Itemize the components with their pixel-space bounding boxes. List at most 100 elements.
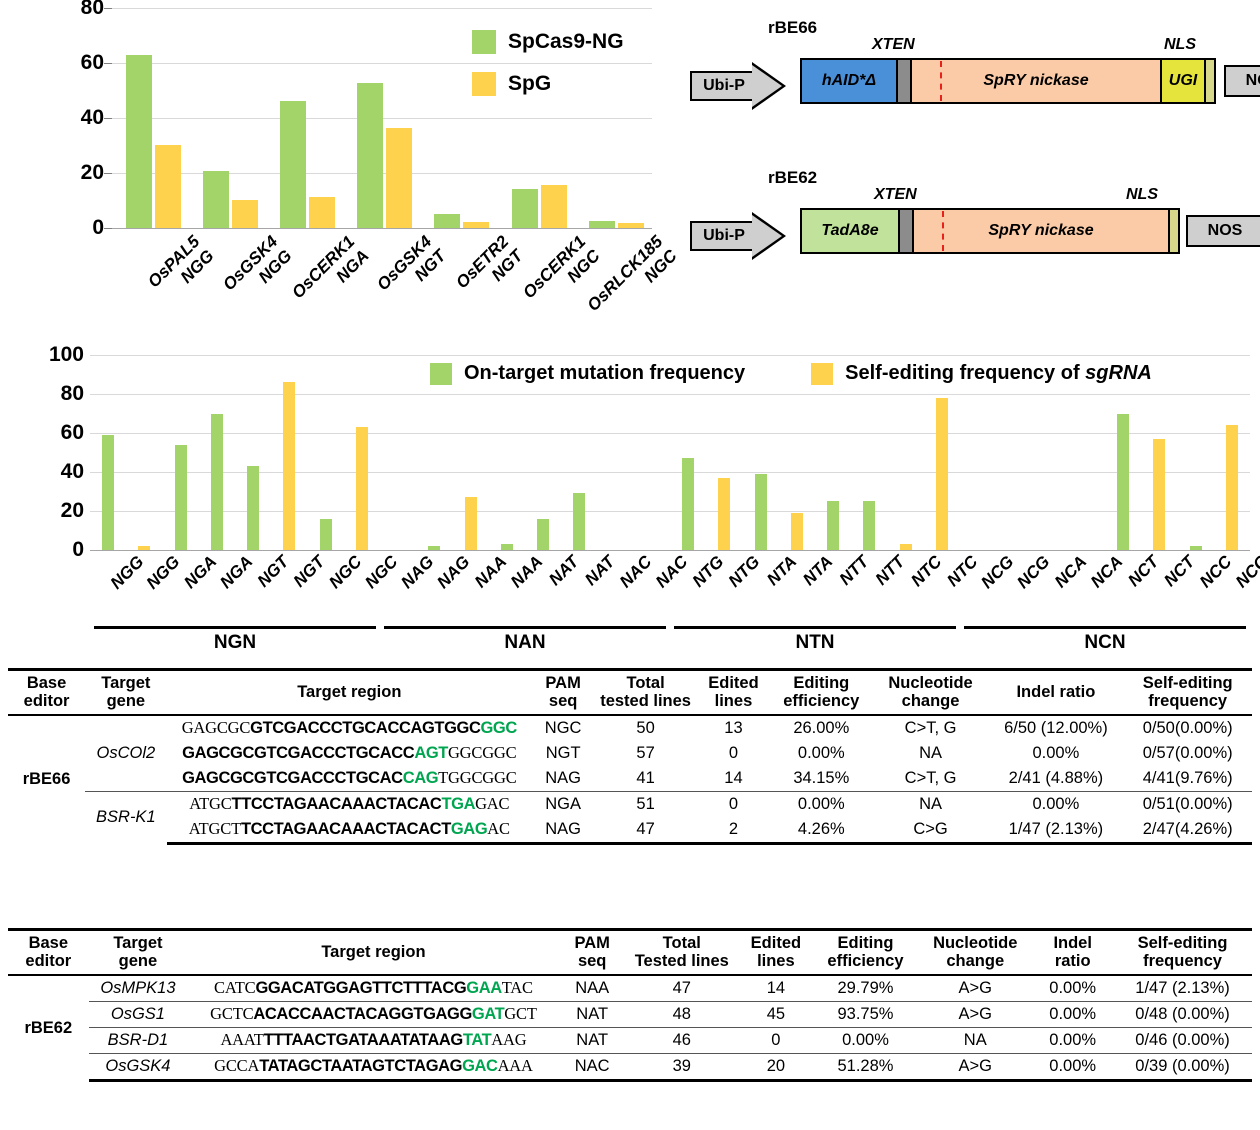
y-tick-label: 20 [80, 161, 104, 184]
legend-swatch-icon [472, 72, 496, 96]
bar [537, 518, 550, 550]
bar [247, 466, 260, 550]
terminator-label: NOS [1224, 65, 1260, 97]
legend-label: Self-editing frequency of sgRNA [845, 362, 1152, 384]
nt-change-cell: NA [872, 790, 989, 817]
nt-change-cell: A>G [918, 1052, 1033, 1082]
pam-group-label: NAN [504, 632, 546, 653]
y-tick-label: 0 [92, 216, 104, 239]
total-cell: 47 [594, 816, 698, 845]
efficiency-cell: 0.00% [797, 743, 845, 762]
promoter-label: Ubi-P [703, 77, 745, 94]
promoter-arrow: Ubi-P [690, 62, 786, 110]
bar [203, 171, 230, 228]
total-cell: 46 [624, 1026, 739, 1054]
edited-cell: 45 [738, 1000, 813, 1028]
y-tick-mark [104, 8, 112, 9]
gridline [90, 472, 1250, 473]
nt-change-cell: NA [919, 743, 943, 762]
legend-label: On-target mutation frequency [464, 362, 746, 384]
efficiency-cell: 29.79% [837, 978, 894, 997]
gridline [112, 8, 652, 9]
nt-change-cell: A>G [918, 1000, 1033, 1028]
legend-item: SpCas9-NG [472, 30, 624, 54]
gridline [90, 355, 1250, 356]
self-edit-cell: 1/47 (2.13%) [1135, 978, 1230, 997]
edited-cell: 14 [766, 978, 786, 997]
pam-cell: NAT [559, 1000, 625, 1028]
segment-spry-nickase: SpRY nickase [914, 210, 1170, 252]
target-gene-cell: OsCOl2 [96, 743, 156, 762]
legend-label: SpG [508, 72, 552, 95]
efficiency-cell: 26.00% [793, 718, 850, 737]
segment-haid-: hAID*Δ [802, 60, 898, 102]
self-edit-cell: 4/41(9.76%) [1142, 768, 1233, 787]
nt-change-cell: C>G [872, 816, 989, 845]
legend-label: SpCas9-NG [508, 30, 624, 53]
legend-item: Self-editing frequency of sgRNA [811, 362, 1152, 385]
indel-cell: 0.00% [1049, 978, 1097, 997]
y-tick-label: 0 [72, 538, 84, 561]
y-tick-label: 60 [80, 51, 104, 74]
target-region-cell: ATGCTTCCTAGAACAAACTACACTGAGAC [166, 790, 533, 817]
y-tick-label: 60 [60, 421, 84, 444]
self-edit-cell: 0/39 (0.00%) [1113, 1052, 1252, 1082]
bar [434, 213, 461, 228]
segment-linker [898, 60, 912, 102]
target-gene-cell: OsMPK13 [100, 978, 176, 997]
bar [1117, 413, 1130, 550]
efficiency-cell: 4.26% [769, 816, 873, 845]
bar [125, 55, 152, 228]
bar [210, 413, 223, 550]
edited-cell: 20 [738, 1052, 813, 1082]
indel-cell: 6/50 (12.00%) [1004, 718, 1108, 737]
orf-cassette: TadA8e SpRY nickase [800, 208, 1180, 254]
y-tick-mark [104, 63, 112, 64]
bar [232, 199, 259, 228]
edited-cell: 0 [738, 1026, 813, 1054]
bar [511, 188, 538, 228]
construct-name: rBE66 [768, 18, 818, 37]
mutation-efficiency-chart: Mutation efficiency (%) OsPAL5NGGOsGSK4N… [0, 0, 681, 330]
segment-spry-nickase: SpRY nickase [912, 60, 1162, 102]
y-tick-label: 100 [48, 343, 84, 366]
bar [754, 473, 767, 550]
nt-change-cell: C>T, G [904, 718, 957, 737]
promoter-label: Ubi-P [703, 227, 745, 244]
bar [827, 501, 840, 550]
y-tick-mark [104, 228, 112, 229]
gridline [90, 550, 1250, 551]
legend-item: On-target mutation frequency [430, 362, 746, 385]
nick-site-marker [940, 61, 942, 101]
bar [319, 518, 332, 550]
gridline [112, 228, 652, 229]
gridline [90, 433, 1250, 434]
total-cell: 41 [636, 768, 655, 787]
segment-tada8e: TadA8e [802, 210, 900, 252]
efficiency-cell: 34.15% [793, 768, 850, 787]
bar [899, 544, 912, 550]
bar [386, 128, 413, 228]
pam-group-bar [964, 626, 1246, 629]
target-gene-cell: OsGS1 [88, 1000, 188, 1028]
pam-cell: NAA [575, 978, 610, 997]
bar [573, 493, 586, 550]
y-tick-mark [104, 173, 112, 174]
pam-cell: NGA [532, 790, 595, 817]
column-header: Indel ratio [988, 667, 1124, 716]
target-region-cell: GAGCGCGTCGACCCTGCACCAGTGGCGGC [182, 768, 517, 788]
